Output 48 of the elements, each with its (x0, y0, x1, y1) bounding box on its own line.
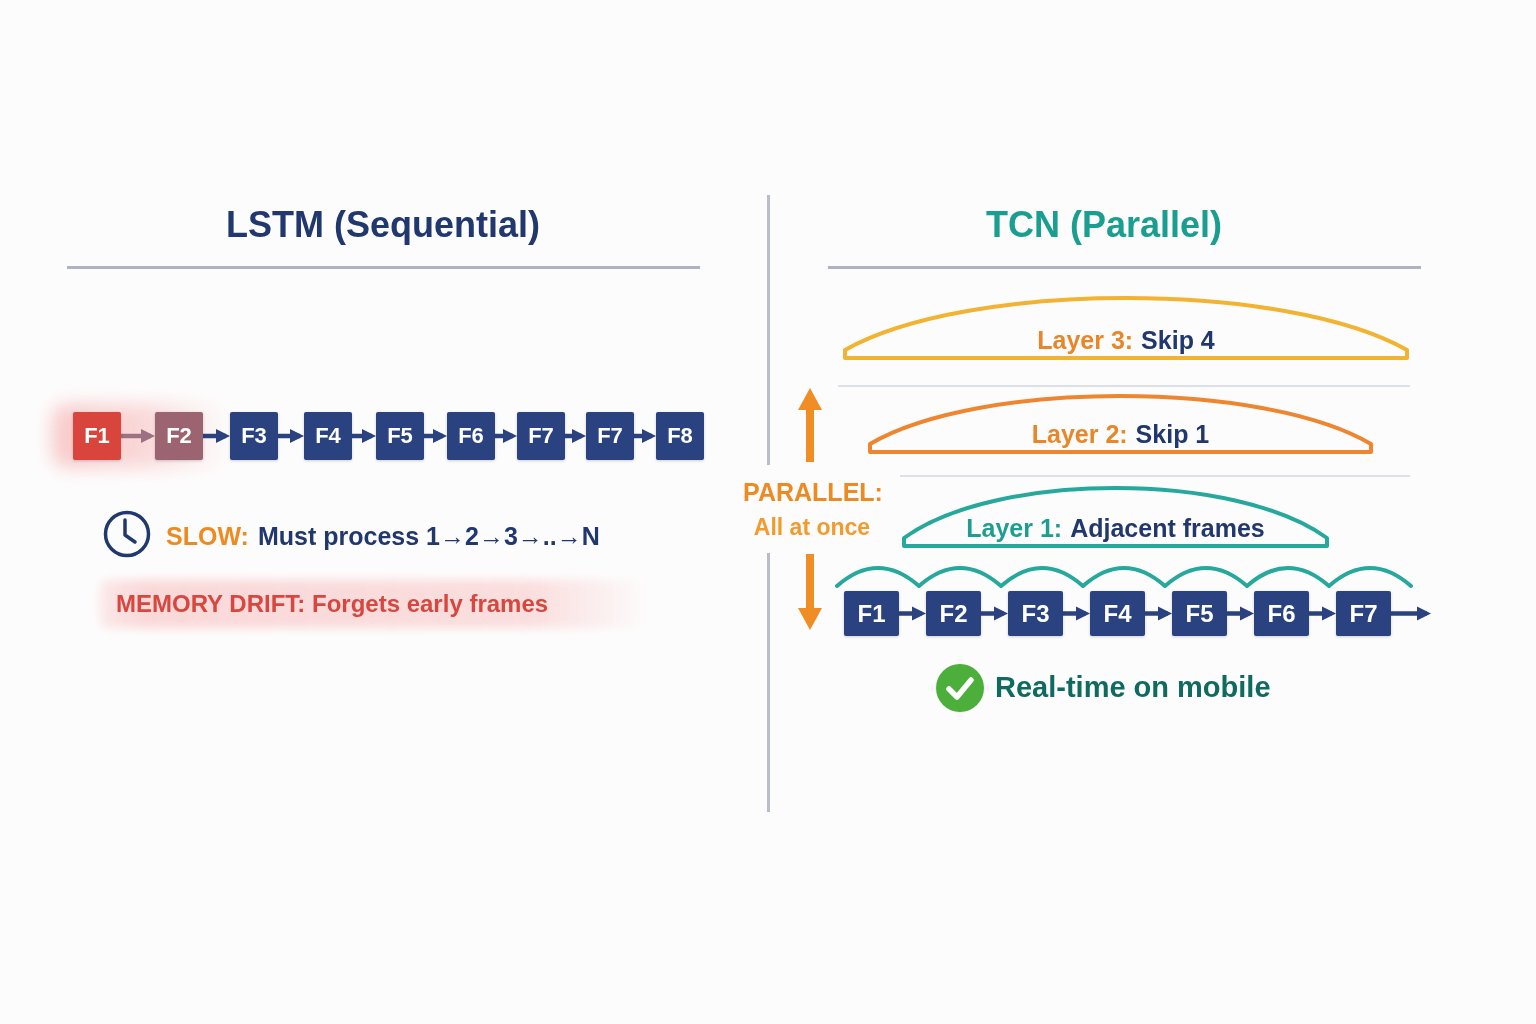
layer-arc (902, 486, 1329, 548)
arrow (352, 428, 376, 444)
frame-box: F2 (155, 412, 203, 460)
arrow (1145, 606, 1172, 621)
arrow (278, 428, 304, 444)
arrow (121, 428, 155, 444)
memory-drift-note: MEMORY DRIFT: Forgets early frames (116, 590, 549, 618)
slow-keyword: SLOW: (166, 521, 249, 551)
parallel-note: All at once (753, 513, 871, 541)
parallel-keyword: PARALLEL: (743, 477, 883, 507)
layer-arc (868, 394, 1373, 454)
frame-box: F8 (656, 412, 704, 460)
layer-description: Skip 4 (1141, 326, 1215, 354)
frame-box: F2 (926, 591, 981, 636)
layer-description: Skip 1 (1135, 420, 1210, 448)
arrow (1309, 606, 1336, 621)
arrow (981, 606, 1008, 621)
arrow (424, 428, 447, 444)
arrow (565, 428, 586, 444)
frame-box: F6 (1254, 591, 1309, 636)
frame-box: F6 (447, 412, 495, 460)
frame-box: F7 (517, 412, 565, 460)
arrow (1391, 606, 1431, 621)
layer-label: Layer 2: (1031, 420, 1128, 448)
arrow (1063, 606, 1090, 621)
frame-box: F1 (73, 412, 121, 460)
section-heading: LSTM (Sequential) (226, 204, 540, 246)
layer-label: Layer 3: (1037, 326, 1134, 354)
layer-label: Layer 1: (966, 514, 1063, 542)
frame-box: F1 (844, 591, 899, 636)
frame-box: F5 (376, 412, 424, 460)
section-heading: TCN (Parallel) (985, 204, 1223, 246)
frame-box: F3 (230, 412, 278, 460)
arrow (899, 606, 926, 621)
frame-box: F4 (304, 412, 352, 460)
benefit-note: Real-time on mobile (995, 671, 1271, 705)
frame-box: F7 (586, 412, 634, 460)
layer-description: Adjacent frames (1070, 514, 1265, 542)
arrow (634, 428, 656, 444)
frame-box: F3 (1008, 591, 1063, 636)
arrow (203, 428, 230, 444)
layer-arc (843, 296, 1409, 360)
frame-box: F7 (1336, 591, 1391, 636)
frame-box: F4 (1090, 591, 1145, 636)
slow-description: Must process 1→2→3→..→N (258, 521, 600, 551)
frame-box: F5 (1172, 591, 1227, 636)
arrow (1227, 606, 1254, 621)
arrow (495, 428, 517, 444)
